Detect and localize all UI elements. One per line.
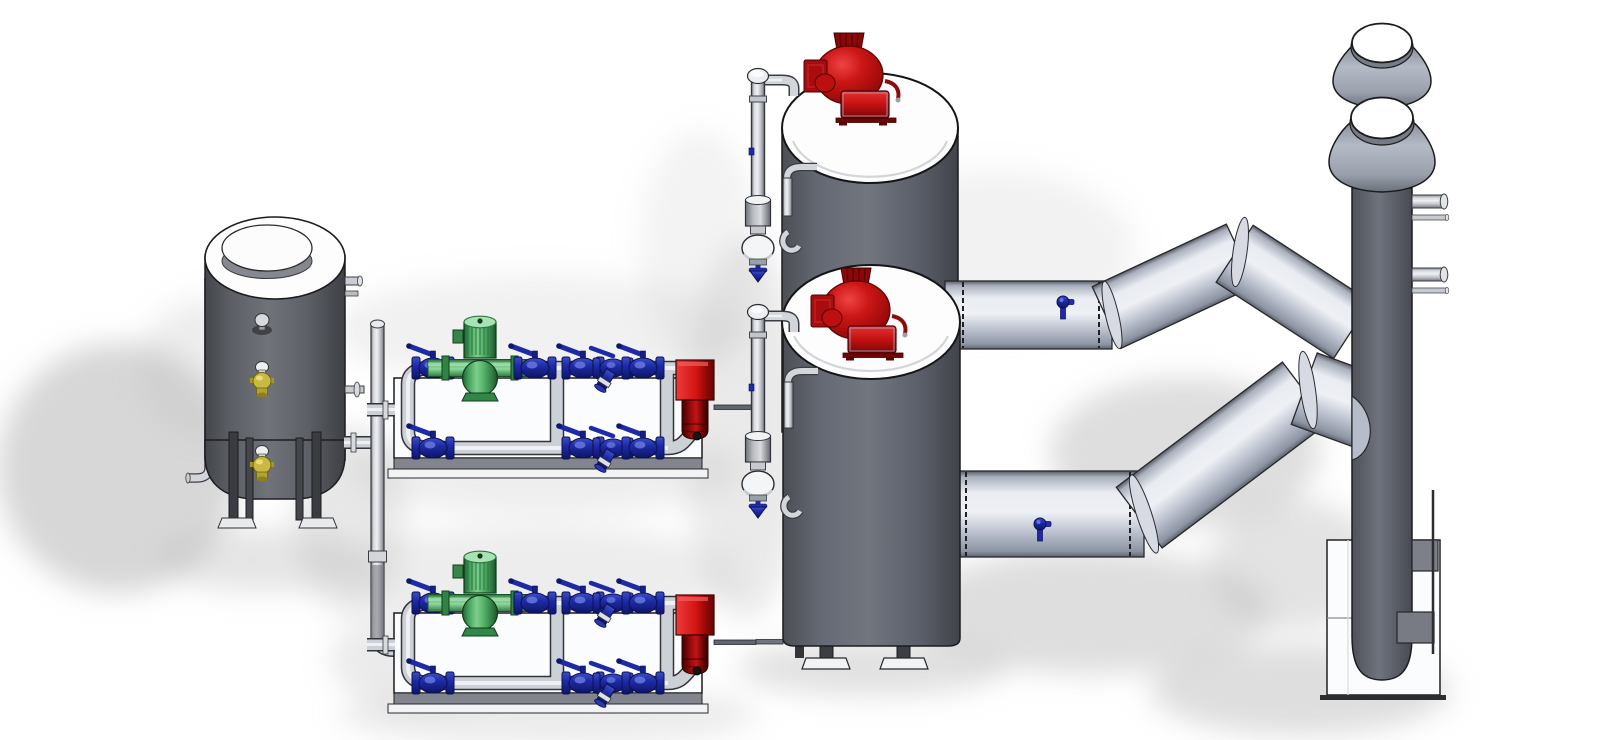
tank-dish [204,439,346,500]
stack-brackets [1396,490,1439,654]
tank-top-dome [221,224,313,272]
silencer-lower [1328,120,1436,193]
stack-silencers[interactable] [1328,22,1436,193]
tank-right-stubs [344,275,365,398]
silencer-lower-opening [1350,96,1414,140]
boiler-front-side-pipe [780,366,818,519]
boiler-rear-side-pipe [779,162,817,254]
stack-stub-lower [1411,266,1450,295]
feedwater-tank[interactable] [185,216,365,529]
chimney-stack[interactable] [1351,187,1413,681]
duct-elbow-tip [1351,394,1371,461]
exhaust-duct-upper[interactable] [944,216,1372,360]
lower-heater-boiler-pipe [755,639,784,645]
silencer-upper-opening [1351,22,1413,64]
boiler-foot-pad [801,657,851,670]
tank-port [252,313,272,335]
stack-stub-upper [1411,193,1450,222]
boiler-foot-pad [879,657,929,670]
boiler-front[interactable] [780,264,961,670]
tank-legs [217,431,338,529]
